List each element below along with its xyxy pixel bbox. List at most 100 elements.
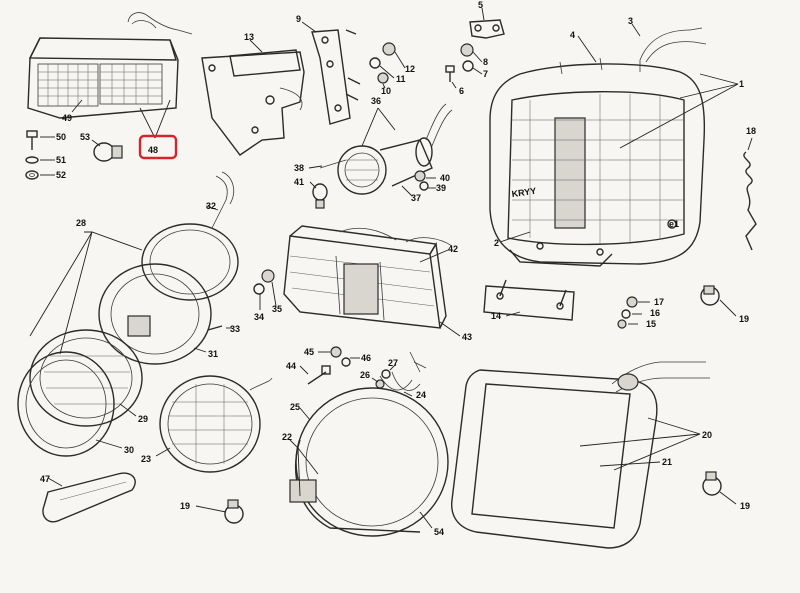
label-4: 4 [570,30,575,40]
highlight-box-48 [138,134,178,160]
label-16: 16 [650,308,660,318]
label-7: 7 [483,69,488,79]
nut-15 [617,319,627,329]
screw-33 [207,325,223,331]
headlamp-20 [451,361,710,549]
label-22: 22 [282,432,292,442]
label-17: 17 [654,297,664,307]
label-19-c: 19 [740,501,750,511]
label-13: 13 [244,32,254,42]
label-37: 37 [411,193,421,203]
label-3: 3 [628,16,633,26]
label-19-a: 19 [739,314,749,324]
label-54: 54 [434,527,444,537]
bracket-9 [311,29,361,125]
label-34: 34 [254,312,264,322]
washer-16 [621,309,631,319]
label-33: 33 [230,324,240,334]
housing-32 [141,171,239,301]
indicator-lamp-36 [337,103,453,195]
nut-10 [377,72,389,84]
label-41: 41 [294,177,304,187]
label-44: 44 [286,361,296,371]
label-21: 21 [662,457,672,467]
label-52: 52 [56,170,66,180]
screw-44 [307,365,331,385]
nut-45 [330,346,342,358]
label-5: 5 [478,0,483,10]
label-46: 46 [361,353,371,363]
label-23: 23 [141,454,151,464]
label-10: 10 [381,86,391,96]
washer-27 [381,369,391,379]
lens-brand-text: KRYY [511,186,537,199]
washer-11 [369,57,381,69]
label-2: 2 [494,238,499,248]
label-47: 47 [40,474,50,484]
nut-35 [261,269,275,283]
rear-lamp-49 [27,12,193,119]
bulb-19-a [700,285,720,306]
rim-30 [17,351,115,457]
label-30: 30 [124,445,134,455]
label-38: 38 [294,163,304,173]
label-24: 24 [416,390,426,400]
strip-14 [483,279,575,321]
label-39: 39 [436,183,446,193]
nut-17 [626,296,638,308]
washer-7 [462,60,474,72]
nut-40 [414,170,426,182]
label-31: 31 [208,349,218,359]
label-6: 6 [459,86,464,96]
label-49: 49 [62,113,72,123]
label-40: 40 [440,173,450,183]
rear-lamp-42 [283,225,453,329]
bulb-19-b [224,499,244,524]
washer-51 [25,156,39,164]
bulb-53 [93,142,123,162]
headlamp-1: KRYY e1 [489,27,707,267]
bulb-19-c [702,471,722,496]
label-42: 42 [448,244,458,254]
label-50: 50 [56,132,66,142]
spring-18 [743,151,757,251]
label-51: 51 [56,155,66,165]
label-19-b: 19 [180,501,190,511]
screw-6 [445,65,455,82]
label-29: 29 [138,414,148,424]
label-14: 14 [491,311,501,321]
label-53: 53 [80,132,90,142]
washer-39 [419,181,429,191]
bracket-5 [469,19,505,39]
label-48: 48 [148,145,158,155]
screw-50 [26,130,38,150]
nut-52 [25,170,39,180]
washer-46 [341,357,351,367]
label-8: 8 [483,57,488,67]
lens-code-text: e1 [669,219,679,229]
label-1: 1 [739,79,744,89]
label-25: 25 [290,402,300,412]
headlamp-bowl-54 [289,351,449,537]
ring-29 [29,329,143,427]
reflector-47 [42,472,136,523]
label-12: 12 [405,64,415,74]
bulb-41 [312,183,328,209]
label-28: 28 [76,218,86,228]
label-36: 36 [371,96,381,106]
label-20: 20 [702,430,712,440]
label-45: 45 [304,347,314,357]
reflector-31 [98,263,212,365]
label-43: 43 [462,332,472,342]
label-26: 26 [360,370,370,380]
washer-34 [253,283,265,295]
sealed-beam-23 [159,375,273,473]
label-11: 11 [396,74,406,84]
bracket-13 [201,49,305,156]
label-18: 18 [746,126,756,136]
nut-8 [460,43,474,57]
nut-12 [382,42,396,56]
label-32: 32 [206,201,216,211]
label-35: 35 [272,304,282,314]
